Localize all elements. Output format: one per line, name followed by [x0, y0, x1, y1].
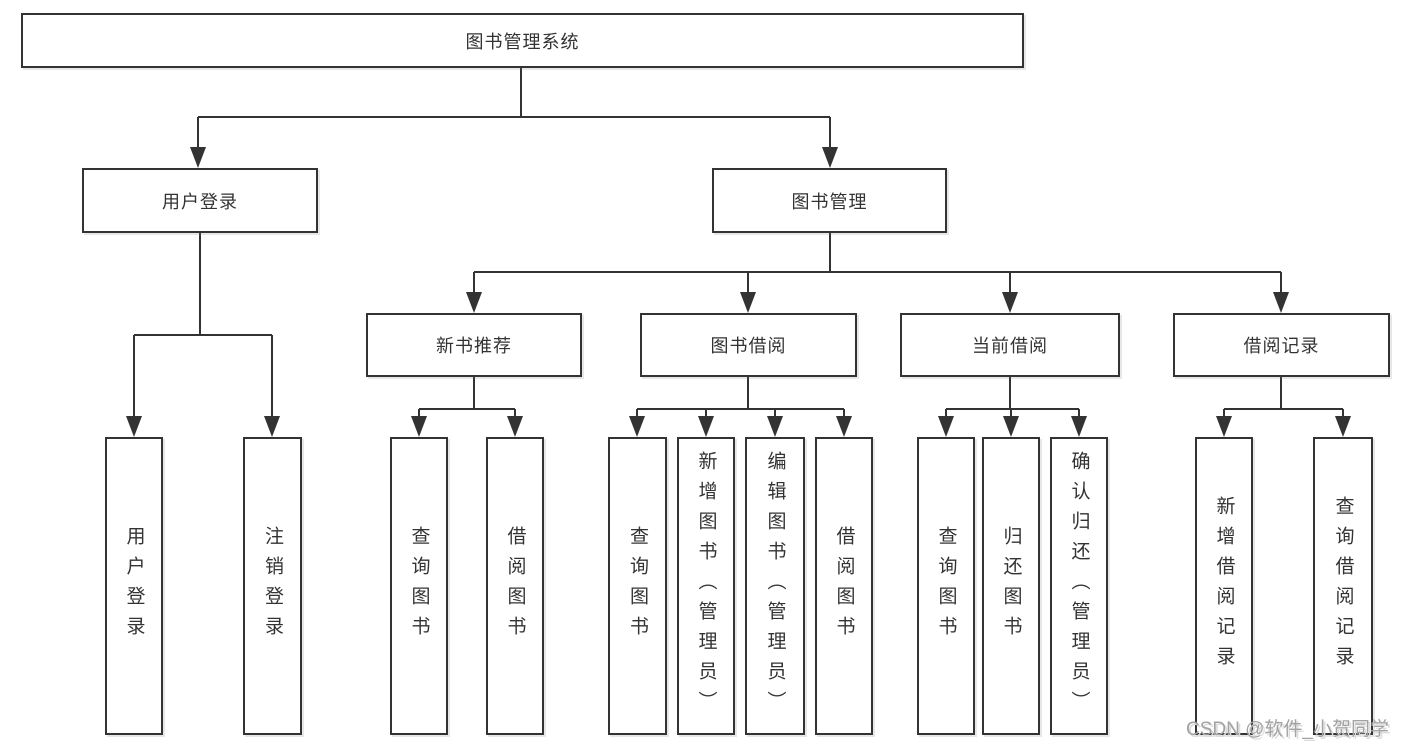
leaf-label: 新增图书（管理员）: [695, 451, 717, 721]
leaf-cb-return-books: 归还图书: [982, 437, 1040, 735]
leaf-br-add-record: 新增借阅记录: [1195, 437, 1253, 735]
leaf-nbr-borrow-books: 借阅图书: [486, 437, 544, 735]
arrowheads: [126, 147, 1351, 437]
node-label: 当前借阅: [972, 336, 1048, 356]
node-current-borrowing: 当前借阅: [900, 313, 1120, 377]
node-label: 图书管理: [791, 191, 868, 212]
node-book-management: 图书管理: [712, 168, 947, 233]
leaf-label: 查询图书: [408, 526, 430, 646]
leaf-cb-confirm-return-admin: 确认归还（管理员）: [1050, 437, 1108, 735]
node-label: 图书管理系统: [465, 31, 580, 52]
leaf-label: 归还图书: [1000, 526, 1022, 646]
leaf-label: 查询图书: [935, 526, 957, 646]
leaf-bb-borrow-books: 借阅图书: [815, 437, 873, 735]
leaf-cb-query-books: 查询图书: [917, 437, 975, 735]
leaf-bb-query-books: 查询图书: [608, 437, 667, 735]
leaf-label: 确认归还（管理员）: [1068, 451, 1090, 721]
node-label: 新书推荐: [436, 336, 512, 356]
leaf-bb-add-books-admin: 新增图书（管理员）: [677, 437, 735, 735]
leaf-label: 借阅图书: [504, 526, 526, 646]
leaf-bb-edit-books-admin: 编辑图书（管理员）: [745, 437, 805, 735]
leaf-br-query-record: 查询借阅记录: [1313, 437, 1373, 735]
csdn-watermark: CSDN @软件_小贺同学: [1186, 719, 1389, 740]
node-new-book-recommend: 新书推荐: [366, 313, 582, 377]
node-borrowing-records: 借阅记录: [1173, 313, 1390, 377]
leaf-label: 注销登录: [262, 526, 283, 646]
node-label: 图书借阅: [710, 336, 787, 356]
leaf-logout: 注销登录: [243, 437, 302, 735]
leaf-label: 借阅图书: [833, 526, 855, 646]
node-user-login-group: 用户登录: [82, 168, 318, 233]
leaf-label: 查询图书: [627, 526, 648, 646]
node-book-borrowing: 图书借阅: [640, 313, 857, 377]
node-library-management-system: 图书管理系统: [21, 13, 1024, 68]
node-label: 借阅记录: [1243, 336, 1320, 356]
leaf-label: 编辑图书（管理员）: [764, 451, 786, 721]
leaf-label: 用户登录: [123, 526, 145, 646]
leaf-user-login: 用户登录: [105, 437, 163, 735]
leaf-nbr-query-books: 查询图书: [390, 437, 448, 735]
node-label: 用户登录: [162, 191, 238, 212]
leaf-label: 查询借阅记录: [1332, 496, 1354, 676]
leaf-label: 新增借阅记录: [1213, 496, 1235, 676]
